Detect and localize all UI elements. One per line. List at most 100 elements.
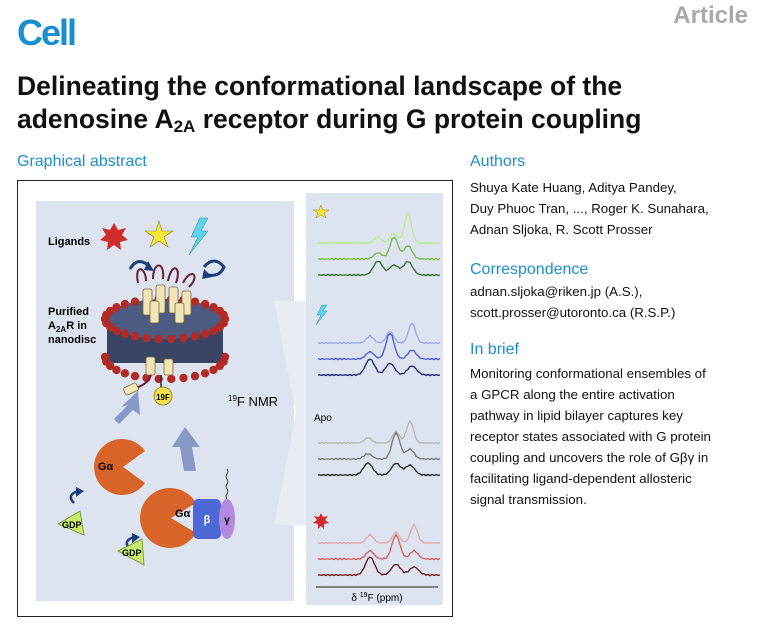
lipid-bead xyxy=(179,333,188,343)
lipid-bead xyxy=(167,334,176,344)
fluorine-label-text: 19F xyxy=(156,393,170,402)
correspondence-section: Correspondence adnan.sljoka@riken.jp (A.… xyxy=(470,261,755,323)
nmr-spectrum-trace xyxy=(317,556,441,577)
lipid-bead xyxy=(179,373,188,383)
lipid-bead xyxy=(130,332,140,341)
gdp-triangle-1 xyxy=(57,510,85,536)
lipid-anchor xyxy=(225,468,229,500)
lipid-bead xyxy=(120,329,130,339)
lipid-bead xyxy=(215,322,224,332)
correspondence-heading: Correspondence xyxy=(470,261,589,278)
brief-line: pathway in lipid bilayer captures key xyxy=(470,408,683,423)
authors-line: Duy Phuoc Tran, ..., Roger K. Sunahara, xyxy=(470,201,709,216)
ppm-axis-label: δ 19F (ppm) xyxy=(351,592,402,604)
lipid-bead xyxy=(120,369,130,378)
graphical-abstract-heading: Graphical abstract xyxy=(17,153,147,170)
galpha-subunit-2 xyxy=(140,488,196,548)
gdp-label-1: GDP xyxy=(62,520,82,530)
block-arrow-up-right xyxy=(114,391,140,424)
gbeta-label: β xyxy=(204,514,211,526)
title-line-2: adenosine A2A receptor during G protein … xyxy=(17,103,747,143)
nmr-spectrum-trace xyxy=(317,211,441,245)
gdp-label-2: GDP xyxy=(122,548,142,558)
nmr-spectrum-trace xyxy=(317,332,441,361)
small-red-star-icon xyxy=(313,513,329,529)
lipid-bead xyxy=(112,326,121,335)
brief-line: facilitating ligand-dependent allosteric xyxy=(470,471,692,486)
lipid-bead xyxy=(215,361,224,371)
lipid-bead xyxy=(120,299,130,309)
yellow-star-icon xyxy=(144,219,174,248)
arrowhead-icon xyxy=(202,269,212,279)
lipid-bead xyxy=(200,369,210,378)
nmr-spectrum-trace xyxy=(317,533,441,561)
brief-line: receptor states associated with G protei… xyxy=(470,429,711,444)
apo-label: Apo xyxy=(314,413,332,424)
purified-label: Purified xyxy=(48,306,89,318)
ggamma-label: γ xyxy=(224,515,230,526)
nmr-label: 19F NMR xyxy=(228,394,278,409)
a2ar-label: A2AR in xyxy=(48,320,87,334)
brief-line: coupling and uncovers the role of Gβγ in xyxy=(470,450,709,465)
nmr-spectrum-trace xyxy=(317,523,441,545)
nmr-spectrum-trace xyxy=(317,419,441,445)
nmr-spectrum-trace xyxy=(317,322,441,345)
ggamma-subunit xyxy=(219,499,235,539)
authors-section: Authors Shuya Kate Huang, Aditya Pandey,… xyxy=(470,153,755,240)
lipid-bead xyxy=(130,297,140,306)
authors-line: Adnan Sljoka, R. Scott Prosser xyxy=(470,222,653,237)
lipid-bead xyxy=(112,303,121,312)
arrowhead-icon xyxy=(144,261,154,271)
graphical-abstract-svg: Ligands Purified A2AR in nanodisc xyxy=(36,193,443,605)
nanodisc-illustration xyxy=(100,264,230,396)
title-subscript: 2A xyxy=(173,117,196,136)
article-type-label: Article xyxy=(673,2,748,29)
brief-line: signal transmission. xyxy=(470,492,587,507)
lipid-bead xyxy=(100,352,110,362)
email-link-sljoka[interactable]: adnan.sljoka@riken.jp (A.S.), xyxy=(470,284,643,299)
galpha-label-1: Gα xyxy=(98,461,114,473)
nanodisc-label: nanodisc xyxy=(48,334,96,346)
lipid-bead xyxy=(219,310,228,319)
gdp-triangle-2 xyxy=(117,538,145,566)
lipid-bead xyxy=(142,333,151,343)
nmr-spectrum-trace xyxy=(317,260,441,277)
arrowhead-icon xyxy=(76,487,84,497)
nmr-spectrum-trace xyxy=(317,236,441,261)
nmr-spectrum-trace xyxy=(317,431,441,461)
brief-line: Monitoring conformational ensembles of xyxy=(470,366,706,381)
graphical-abstract-figure: Ligands Purified A2AR in nanodisc xyxy=(17,180,453,617)
lipid-bead xyxy=(209,303,218,312)
title-text: adenosine A xyxy=(17,104,174,134)
lipid-bead xyxy=(190,332,200,341)
email-link-prosser[interactable]: scott.prosser@utoronto.ca (R.S.P.) xyxy=(470,305,676,320)
gbeta-subunit xyxy=(193,499,221,539)
in-brief-heading: In brief xyxy=(470,341,519,358)
lipid-bead xyxy=(112,365,121,375)
lipid-bead xyxy=(209,365,218,375)
in-brief-section: In brief Monitoring conformational ensem… xyxy=(470,341,755,510)
title-text-end: receptor during G protein coupling xyxy=(195,104,642,134)
galpha-label-2: Gα xyxy=(175,508,191,520)
authors-line: Shuya Kate Huang, Aditya Pandey, xyxy=(470,180,677,195)
lipid-bead xyxy=(190,297,200,306)
nmr-spectrum-trace xyxy=(317,358,441,377)
lipid-bead xyxy=(154,334,163,344)
galpha-subunit-1 xyxy=(94,439,145,496)
red-star-icon xyxy=(100,223,128,250)
brief-line: a GPCR along the entire activation xyxy=(470,387,675,402)
block-arrow-up xyxy=(172,427,200,471)
title-line-1: Delineating the conformational landscape… xyxy=(17,71,623,101)
lipid-bead xyxy=(106,306,115,316)
ligands-label: Ligands xyxy=(48,236,90,248)
lipid-bead xyxy=(200,329,210,339)
lipid-bead xyxy=(209,326,218,335)
lightning-bolt-icon xyxy=(188,217,209,256)
lipid-bead xyxy=(167,374,176,384)
paper-title: Delineating the conformational landscape… xyxy=(17,70,747,143)
curved-arrow-icon xyxy=(202,259,226,277)
lipid-bead xyxy=(130,371,140,381)
right-panel xyxy=(306,193,443,605)
nmr-spectrum-trace xyxy=(317,462,441,477)
authors-heading: Authors xyxy=(470,153,526,170)
